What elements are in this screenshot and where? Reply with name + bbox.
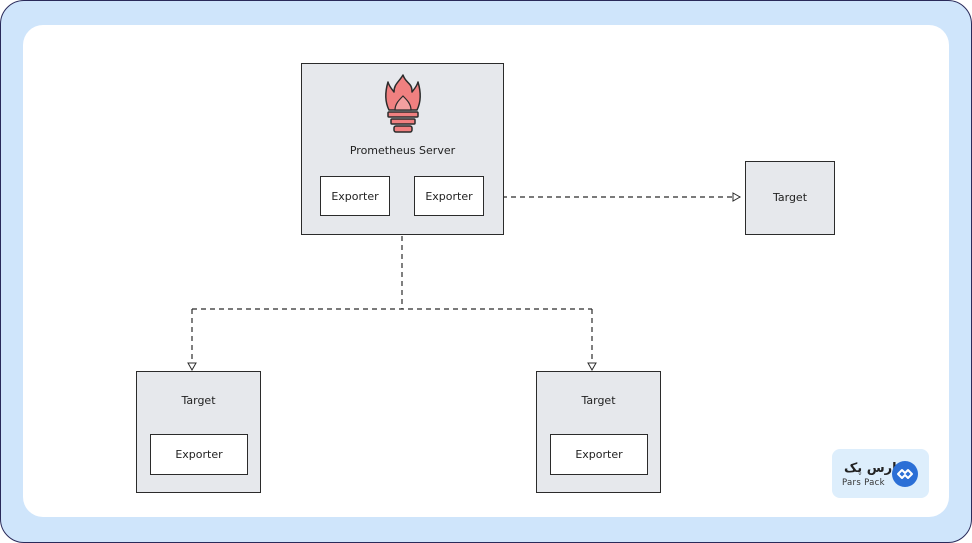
target-middle-box: Target Exporter <box>536 371 661 493</box>
target-right-label: Target <box>772 191 808 204</box>
prometheus-server-box: Prometheus Server Exporter Exporter <box>301 63 504 235</box>
target-left-box: Target Exporter <box>136 371 261 493</box>
server-exporter-1: Exporter <box>320 176 390 216</box>
server-exporter-2: Exporter <box>414 176 484 216</box>
target-left-label: Target <box>181 394 216 407</box>
target-right-box: Target <box>745 161 835 235</box>
logo-text-fa: پارس پک <box>844 461 902 476</box>
parspack-logo: پارس پک Pars Pack <box>832 449 929 498</box>
target-left-exporter: Exporter <box>150 434 248 475</box>
logo-mark-icon <box>892 461 918 487</box>
prometheus-flame-icon <box>385 74 421 133</box>
server-title: Prometheus Server <box>349 144 456 157</box>
target-middle-label: Target <box>581 394 616 407</box>
target-middle-exporter: Exporter <box>550 434 648 475</box>
logo-text-en: Pars Pack <box>842 478 885 488</box>
